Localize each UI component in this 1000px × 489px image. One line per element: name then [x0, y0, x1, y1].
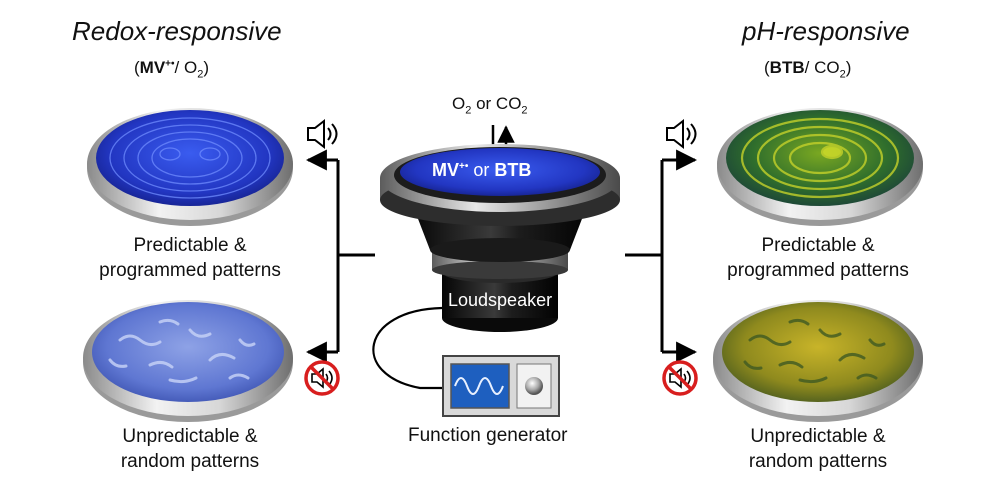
loudspeaker: [380, 144, 620, 332]
speaker-sound-icon-right: [666, 118, 697, 150]
speaker-sound-icon-left: [307, 118, 338, 150]
right-bottom-caption: Unpredictable & random patterns: [748, 426, 888, 472]
sine-wave-icon: [454, 377, 504, 395]
spiral-wave-pattern: [740, 117, 900, 199]
speaker-muted-icon-right: [662, 360, 698, 396]
left-panel-system: (MV+•/ O2): [134, 58, 209, 81]
dish-ph-programmed: [717, 108, 923, 226]
left-branch-arrows: [305, 149, 375, 363]
random-pattern: [108, 318, 256, 384]
dish-ph-random: [713, 300, 923, 422]
function-generator: [442, 355, 560, 417]
knob-icon: [525, 377, 543, 395]
right-panel-system: (BTB/ CO2): [764, 58, 852, 81]
dish-redox-programmed: [87, 108, 293, 226]
function-generator-label: Function generator: [408, 425, 568, 446]
concentric-wave-pattern: [109, 117, 271, 199]
right-top-caption: Predictable & programmed patterns: [727, 235, 909, 281]
left-panel-title: Redox-responsive: [72, 16, 282, 46]
loudspeaker-label: Loudspeaker: [448, 290, 553, 310]
right-branch-arrows: [625, 149, 698, 363]
cable: [372, 306, 458, 390]
labyrinth-pattern: [743, 318, 886, 384]
left-bottom-caption: Unpredictable & random patterns: [120, 426, 260, 472]
right-panel-title: pH-responsive: [742, 16, 910, 46]
speaker-muted-icon-left: [304, 360, 340, 396]
gas-label: O2 or CO2: [452, 94, 528, 117]
solution-label: MV+• or BTB: [432, 160, 532, 180]
dish-redox-random: [83, 300, 293, 422]
left-top-caption: Predictable & programmed patterns: [99, 235, 281, 281]
